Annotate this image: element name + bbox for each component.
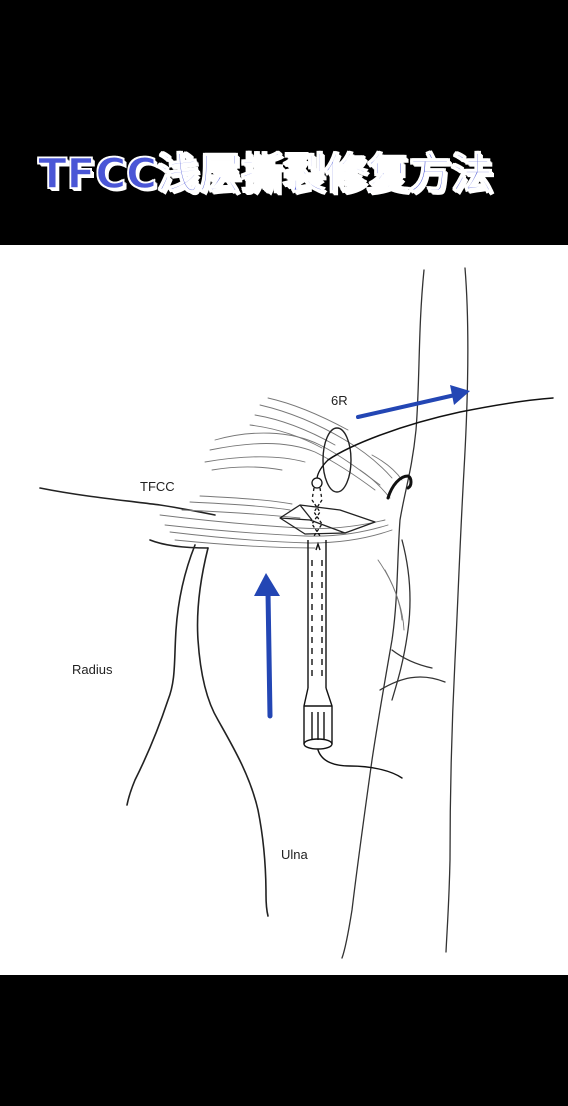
suture-tail bbox=[317, 749, 403, 779]
ulna-bone-outline bbox=[341, 267, 469, 959]
portal-6r-ellipse bbox=[322, 427, 352, 493]
label-ulna: Ulna bbox=[281, 847, 309, 862]
tfcc-soft-tissue bbox=[159, 397, 405, 631]
wrist-diagram-svg: 6R TFCC Radius Ulna bbox=[39, 267, 554, 959]
direction-arrow-right bbox=[356, 385, 470, 419]
suture-loop bbox=[311, 459, 329, 537]
tfcc-tear-flap bbox=[279, 504, 376, 535]
label-radius: Radius bbox=[72, 662, 113, 677]
page-title: TFCC浅层撕裂修复方法 bbox=[37, 148, 494, 199]
needle-cannula bbox=[303, 540, 333, 750]
ulnar-styloid-hook bbox=[386, 474, 413, 500]
suture-line-exit bbox=[327, 397, 554, 461]
top-black-band: TFCC浅层撕裂修复方法 bbox=[0, 0, 568, 245]
label-6r: 6R bbox=[331, 393, 348, 408]
label-tfcc: TFCC bbox=[140, 479, 175, 494]
radius-bone-outline bbox=[39, 487, 269, 917]
bottom-black-band bbox=[0, 975, 568, 1106]
diagram-panel: 6R TFCC Radius Ulna bbox=[0, 245, 568, 975]
direction-arrow-up bbox=[254, 573, 280, 719]
